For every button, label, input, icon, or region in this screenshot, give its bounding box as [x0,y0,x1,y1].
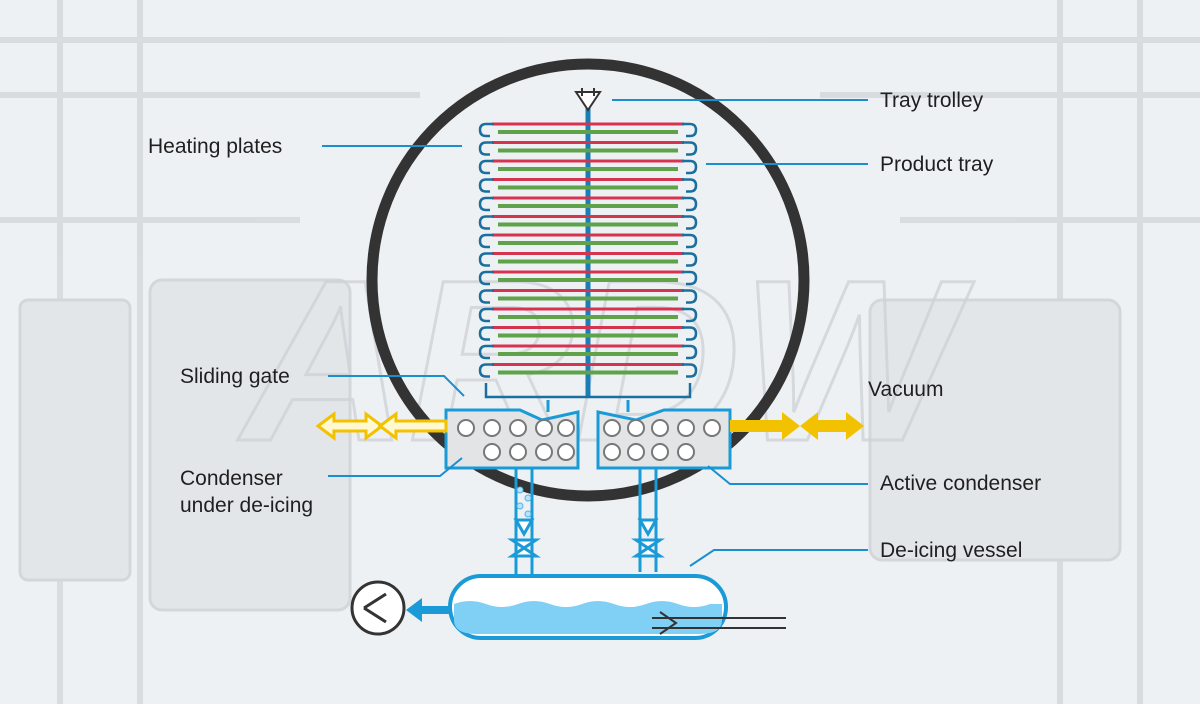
label-vacuum: Vacuum [868,378,944,401]
valve-icon [507,538,665,558]
plate-hose-connector [478,326,494,341]
plate-hose-connector [478,196,494,212]
plate-hose-connector [682,178,698,193]
label-deicing-vessel: De-icing vessel [880,539,1023,562]
label-active-condenser: Active condenser [880,472,1042,495]
plate-hose-connector [478,122,494,138]
label-product-tray: Product tray [880,153,994,176]
label-tray-trolley: Tray trolley [880,89,984,112]
deicing-pipes [513,468,659,580]
deicing-vessel [448,574,786,640]
sliding-gate [546,400,630,412]
plate-hose-connector [478,141,494,156]
plate-hose-connector [682,326,698,341]
vacuum-arrows-right [730,412,864,440]
plate-hose-connector [682,307,698,323]
plate-hose-connector [682,122,698,138]
plate-hose-connector [682,289,698,304]
plate-hose-connector [478,233,494,249]
condenser-under-deicing [444,408,580,470]
vacuum-arrows-left [315,411,448,441]
plate-hose-connector [682,233,698,249]
plate-hose-connector [682,344,698,360]
plate-hose-connector [478,307,494,323]
label-condenser-deicing-line2: under de-icing [180,494,314,517]
plate-hose-connector [478,178,494,193]
plate-hose-connector [478,289,494,304]
label-condenser-deicing-line1: Condenser [180,467,283,490]
plate-hose-connector [682,159,698,175]
plate-hose-connector [478,215,494,230]
plate-hose-connector [682,196,698,212]
label-sliding-gate: Sliding gate [180,365,290,388]
plate-hose-connector [478,363,494,378]
plate-hose-connector [682,215,698,230]
plate-hose-connector [682,252,698,267]
drying-chamber [366,58,810,502]
plate-hose-connector [682,270,698,286]
plate-hose-connector [478,344,494,360]
plate-hose-connector [478,252,494,267]
label-heating-plates: Heating plates [148,135,283,158]
plate-hose-connector [478,270,494,286]
plate-hose-connector [478,159,494,175]
pump-icon [350,580,450,636]
plate-hose-connector [682,141,698,156]
plate-stack [478,122,698,399]
active-condenser [596,408,732,470]
leader-lines [322,99,868,567]
plate-return-loop [484,383,692,399]
plate-hose-connector [682,363,698,378]
